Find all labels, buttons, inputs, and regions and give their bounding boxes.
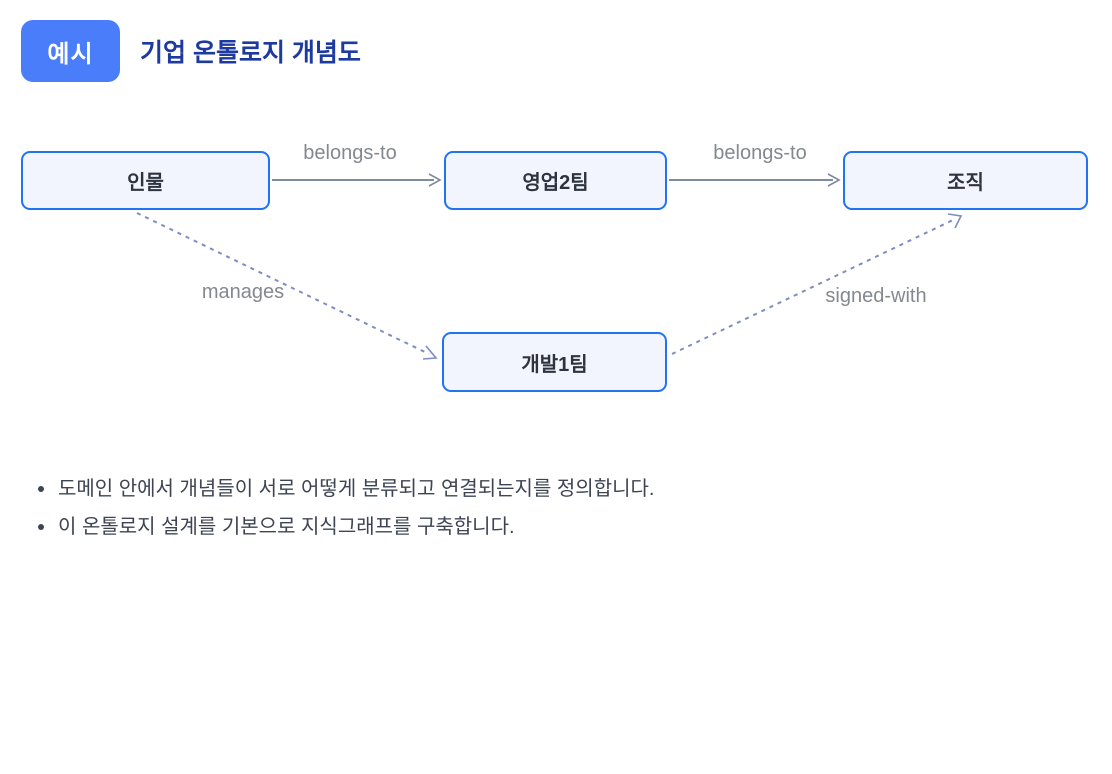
notes-list: 도메인 안에서 개념들이 서로 어떻게 분류되고 연결되는지를 정의합니다. 이… [34,470,654,546]
node-sales-team-2: 영업2팀 [444,151,667,210]
page-header: 예시 기업 온톨로지 개념도 [21,20,361,82]
edge-sales-to-organization-arrowhead-icon [827,173,841,187]
example-badge: 예시 [21,20,120,82]
edge-label-manages: manages [201,281,285,303]
edge-person-to-sales-arrowhead-icon [428,173,442,187]
node-dev-team-1-label: 개발1팀 [521,353,588,376]
node-person-label: 인물 [127,172,164,194]
node-sales-team-2-label: 영업2팀 [522,172,589,194]
node-organization-label: 조직 [947,172,984,194]
page-title: 기업 온톨로지 개념도 [140,39,361,67]
node-organization: 조직 [843,151,1088,210]
edge-person-to-dev-arrowhead-icon [422,345,438,360]
edge-dev-to-organization-line [671,219,954,355]
edge-label-belongs-to-2: belongs-to [713,142,807,164]
edge-label-belongs-to-1: belongs-to [303,142,397,164]
note-item: 이 온톨로지 설계를 기본으로 지식그래프를 구축합니다. [34,508,654,546]
edge-person-to-dev-line [136,212,430,355]
node-dev-team-1: 개발1팀 [442,332,667,392]
node-person: 인물 [21,151,270,210]
note-item: 도메인 안에서 개념들이 서로 어떻게 분류되고 연결되는지를 정의합니다. [34,470,654,508]
edge-dev-to-organization-arrowhead-icon [947,213,963,229]
edge-label-signed-with: signed-with [825,285,927,307]
